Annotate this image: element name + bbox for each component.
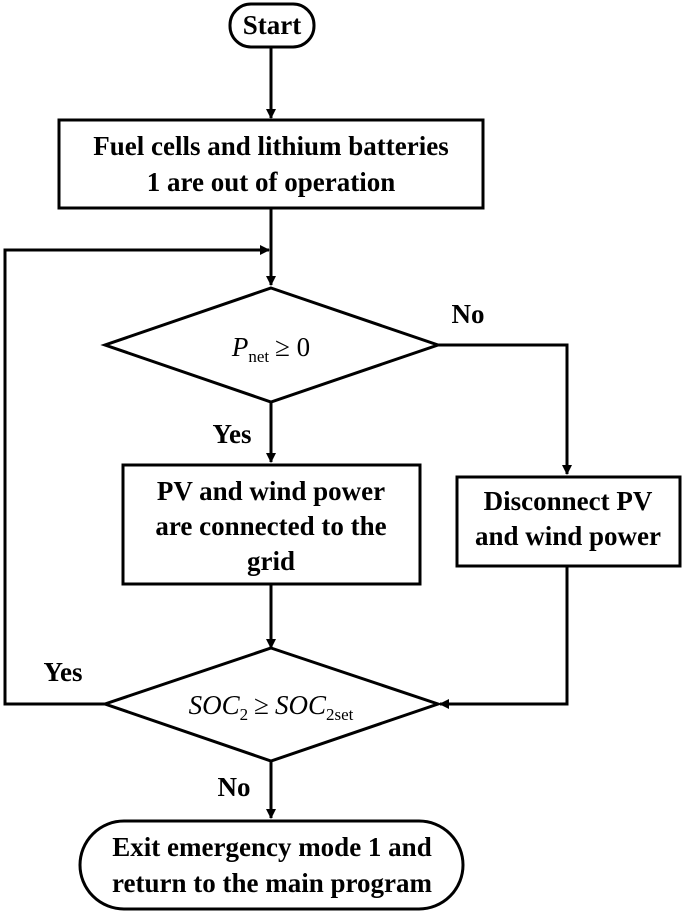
label-soc-yes: Yes <box>44 657 83 687</box>
soc-lhs-sub: 2 <box>240 705 249 724</box>
pv-connected-process: PV and wind power are connected to the g… <box>121 463 422 586</box>
pv-connected-line2: are connected to the <box>155 511 386 541</box>
fuel-cells-line2: 1 are out of operation <box>147 167 395 197</box>
soc-rhs-sub: 2set <box>326 705 354 724</box>
soc-rhs: SOC <box>275 690 327 720</box>
soc-relation: ≥ <box>254 690 269 720</box>
pnet-subscript: net <box>248 347 269 366</box>
pv-connected-line1: PV and wind power <box>157 476 385 506</box>
soc-condition: SOC2≥SOC2set <box>189 690 354 724</box>
pnet-condition: Pnet ≥ 0 <box>231 332 310 366</box>
label-soc-no: No <box>218 772 251 802</box>
disconnect-process: Disconnect PV and wind power <box>455 475 682 568</box>
soc-decision: SOC2≥SOC2set <box>100 646 443 763</box>
fuel-cells-process: Fuel cells and lithium batteries 1 are o… <box>57 118 485 210</box>
exit-line1: Exit emergency mode 1 and <box>112 832 431 862</box>
connectors <box>3 47 572 819</box>
exit-line2: return to the main program <box>112 868 432 898</box>
fuel-cells-line1: Fuel cells and lithium batteries <box>93 131 448 161</box>
label-pnet-no: No <box>452 299 485 329</box>
arrow-disconnect-to-soc <box>439 566 569 709</box>
start-node: Start <box>228 2 316 49</box>
disconnect-line2: and wind power <box>475 521 661 551</box>
soc-lhs: SOC <box>189 690 241 720</box>
arrow-pnet-no <box>438 343 572 475</box>
disconnect-line1: Disconnect PV <box>484 486 653 516</box>
pv-connected-line3: grid <box>247 546 295 576</box>
pnet-relation: ≥ 0 <box>275 332 310 362</box>
label-pnet-yes: Yes <box>213 419 252 449</box>
exit-node: Exit emergency mode 1 and return to the … <box>78 819 465 911</box>
arrow-soc-yes-loop <box>3 245 270 706</box>
start-label: Start <box>243 10 301 40</box>
pnet-symbol: P <box>231 332 249 362</box>
pnet-decision: Pnet ≥ 0 <box>100 286 443 404</box>
